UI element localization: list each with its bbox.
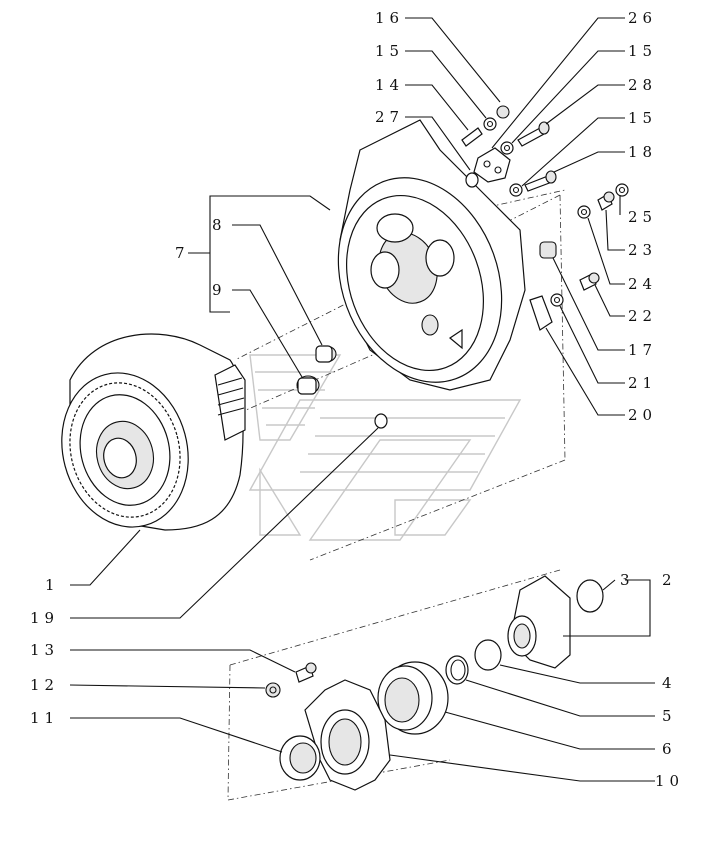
callout-4: 4 xyxy=(662,674,677,692)
part-17-plug xyxy=(539,241,557,259)
part-22-plug xyxy=(579,272,600,291)
callout-11: 11 xyxy=(30,709,59,727)
callout-15-b: 15 xyxy=(628,42,657,60)
callout-8: 8 xyxy=(212,216,227,234)
callout-17: 17 xyxy=(628,341,657,359)
callout-1: 1 xyxy=(45,576,60,594)
part-26-flange-plate xyxy=(473,147,511,183)
callout-6: 6 xyxy=(662,740,677,758)
callout-14: 14 xyxy=(375,76,404,94)
callout-21: 21 xyxy=(628,374,657,392)
part-19-o-ring xyxy=(374,413,388,429)
callout-2: 2 xyxy=(662,571,677,589)
part-2-yoke xyxy=(507,575,571,669)
part-15-washer-c xyxy=(509,183,523,197)
part-3-cap xyxy=(576,579,604,613)
part-25-washer xyxy=(615,183,629,197)
callout-16: 16 xyxy=(375,9,404,27)
leader-lines xyxy=(69,17,655,782)
part-8-plug xyxy=(315,345,337,363)
part-23-plug xyxy=(597,191,615,211)
part-1-ring-gear-drum xyxy=(61,333,246,531)
callout-24: 24 xyxy=(628,275,657,293)
callout-15-a: 15 xyxy=(375,42,404,60)
callout-26: 26 xyxy=(628,9,657,27)
part-28-bolt xyxy=(517,121,550,147)
part-27-o-ring xyxy=(465,172,479,188)
part-13-bolt xyxy=(295,662,317,683)
part-24-washer xyxy=(577,205,591,219)
part-5-snap-ring xyxy=(445,655,469,685)
callout-labels: 16 15 14 27 26 15 28 15 18 25 23 24 22 1… xyxy=(30,9,684,790)
part-16-nut xyxy=(496,105,510,119)
callout-13: 13 xyxy=(30,641,59,659)
callout-18: 18 xyxy=(628,143,657,161)
part-7-housing xyxy=(337,119,526,391)
callout-5: 5 xyxy=(662,707,677,725)
part-21-washer xyxy=(550,293,564,307)
callout-7: 7 xyxy=(175,244,190,262)
callout-22: 22 xyxy=(628,307,657,325)
part-4-o-ring xyxy=(474,639,502,671)
part-14-bolt xyxy=(461,127,483,147)
part-18-bolt xyxy=(524,170,557,192)
part-6-bearing xyxy=(377,661,449,735)
callout-28: 28 xyxy=(628,76,657,94)
part-9-plug xyxy=(296,375,320,395)
callout-10: 10 xyxy=(655,772,684,790)
callout-19: 19 xyxy=(30,609,59,627)
callout-25: 25 xyxy=(628,208,657,226)
part-12-washer xyxy=(265,682,281,698)
callout-27: 27 xyxy=(375,108,404,126)
part-15-washer-b xyxy=(500,141,514,155)
callout-15-c: 15 xyxy=(628,109,657,127)
callout-12: 12 xyxy=(30,676,59,694)
callout-9: 9 xyxy=(212,281,227,299)
part-11-seal xyxy=(279,735,321,781)
part-10-flange-cover xyxy=(304,679,391,791)
callout-20: 20 xyxy=(628,406,657,424)
callout-23: 23 xyxy=(628,241,657,259)
part-15-washer-a xyxy=(483,117,497,131)
part-20-gasket xyxy=(529,295,553,331)
callout-3: 3 xyxy=(620,571,635,589)
